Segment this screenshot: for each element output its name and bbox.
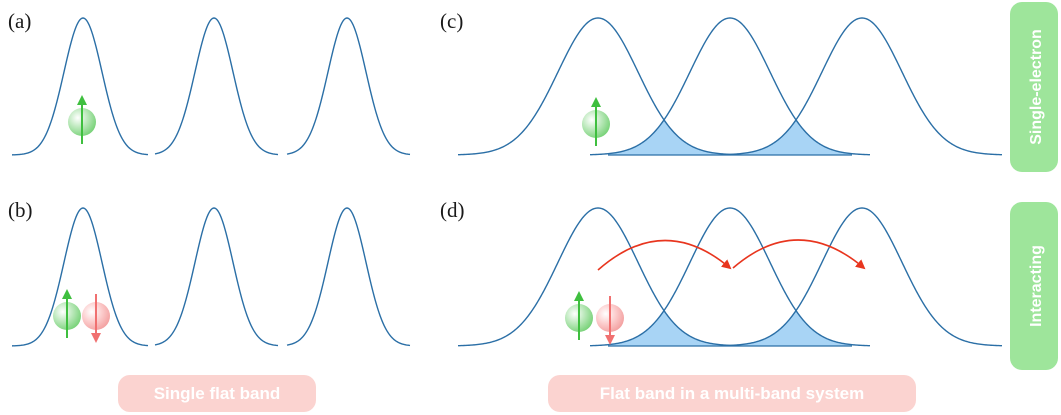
peak-d-1 <box>457 207 739 347</box>
overlap-c-1 <box>608 119 720 155</box>
peak-b-1 <box>11 207 149 347</box>
electron-a-up <box>68 95 96 144</box>
bottom-label-multi-band-text: Flat band in a multi-band system <box>600 384 864 403</box>
bottom-label-multi-band: Flat band in a multi-band system <box>548 375 916 412</box>
hop-arrow-2 <box>732 239 866 270</box>
peak-b-3 <box>286 207 411 347</box>
panel-label-b: (b) <box>8 198 33 222</box>
panel-label-d: (d) <box>440 198 465 222</box>
bottom-label-single-flat-band-text: Single flat band <box>154 384 281 403</box>
peak-c-1 <box>457 17 739 156</box>
electron-b-down <box>82 294 110 343</box>
electron-d-up <box>565 291 593 340</box>
peak-b-2 <box>154 207 279 347</box>
peak-a-3 <box>286 17 411 156</box>
overlap-regions <box>608 119 852 346</box>
peak-c-2 <box>589 17 871 156</box>
side-label-single-electron: Single-electron <box>1010 2 1058 172</box>
wavefunction-curves <box>11 17 1003 347</box>
peak-d-2 <box>589 207 871 347</box>
electron-c-up <box>582 97 610 146</box>
peak-c-3 <box>721 17 1003 156</box>
overlap-d-1 <box>608 310 720 346</box>
electron-b-up <box>53 289 81 338</box>
peak-a-1 <box>11 17 149 156</box>
overlap-c-2 <box>740 119 852 155</box>
side-label-interacting-text: Interacting <box>1028 245 1045 327</box>
side-label-interacting: Interacting <box>1010 202 1058 370</box>
hopping-arrows <box>597 239 866 271</box>
hop-arrow-1 <box>597 239 732 271</box>
panel-label-a: (a) <box>8 9 31 33</box>
side-label-single-electron-text: Single-electron <box>1028 29 1045 145</box>
electron-d-down <box>596 296 624 345</box>
electrons <box>53 95 624 345</box>
overlap-d-2 <box>740 310 852 346</box>
panel-label-c: (c) <box>440 9 463 33</box>
peak-d-3 <box>721 207 1003 347</box>
peak-a-2 <box>154 17 279 156</box>
bottom-label-single-flat-band: Single flat band <box>118 375 316 412</box>
